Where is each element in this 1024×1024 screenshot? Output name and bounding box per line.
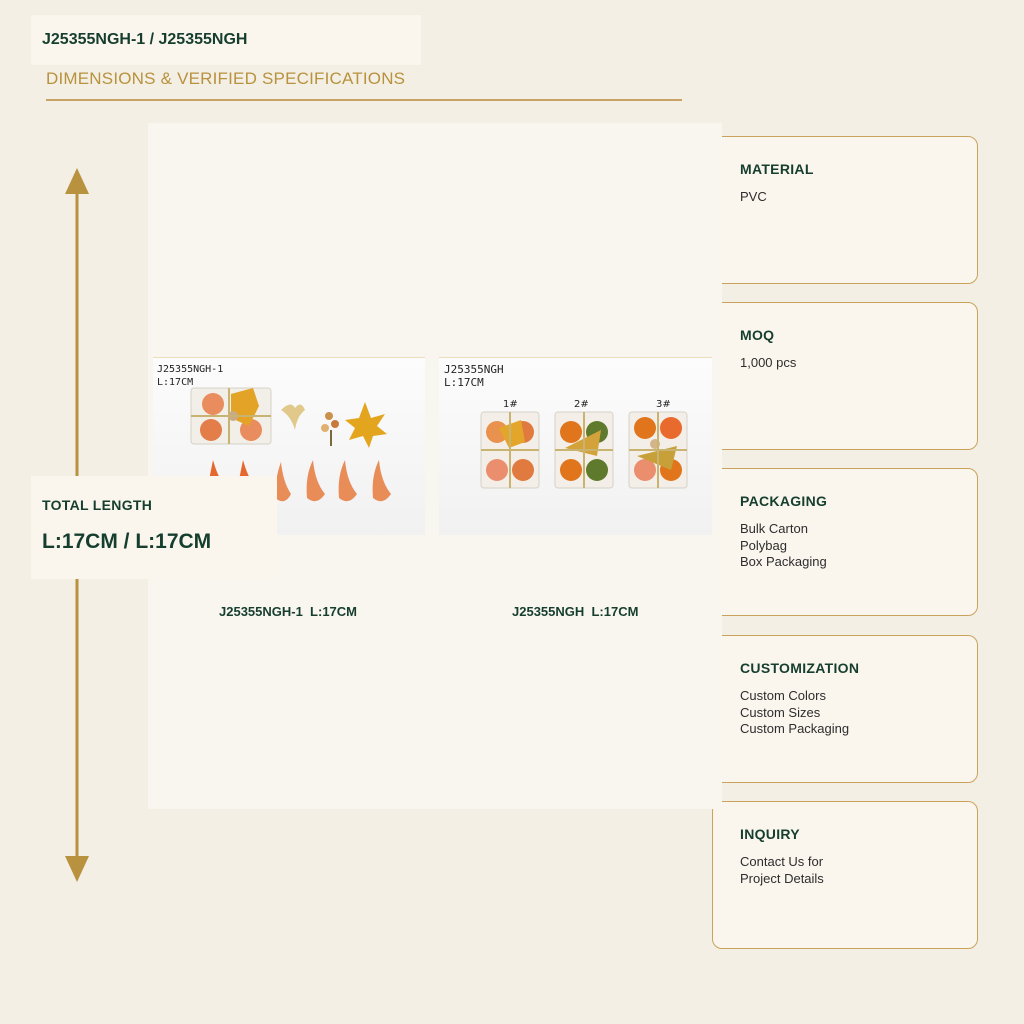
- product-caption-2: J25355NGH L:17CM: [512, 604, 639, 619]
- spec-line: Contact Us for: [740, 854, 824, 869]
- spec-line: 1,000 pcs: [740, 355, 797, 370]
- spec-title: MOQ: [740, 327, 775, 343]
- spec-title: INQUIRY: [740, 826, 800, 842]
- spec-card-material: MATERIAL PVC: [712, 136, 978, 284]
- spec-card-packaging: PACKAGING Bulk Carton Polybag Box Packag…: [712, 468, 978, 616]
- photo-tag-1: J25355NGH-1 L:17CM: [157, 364, 224, 388]
- product-photo-2: J25355NGH L:17CM 1# 2# 3#: [439, 357, 712, 535]
- spec-line: Bulk Carton: [740, 521, 808, 536]
- spec-line: Polybag: [740, 537, 787, 553]
- pumpkin-set-icon: [190, 387, 391, 502]
- box-label-1: 1#: [503, 399, 518, 410]
- pumpkin-boxes-icon: 1# 2# 3#: [480, 399, 688, 489]
- spec-card-customization: CUSTOMIZATION Custom Colors Custom Sizes…: [712, 635, 978, 783]
- photo-tag-2: J25355NGH L:17CM: [444, 363, 504, 389]
- box-label-3: 3#: [656, 399, 671, 410]
- spec-card-moq: MOQ 1,000 pcs: [712, 302, 978, 450]
- spec-line: Custom Colors: [740, 688, 826, 703]
- spec-line: Custom Packaging: [740, 721, 850, 736]
- total-length-value: L:17CM / L:17CM: [42, 530, 212, 553]
- total-length-label: TOTAL LENGTH: [42, 497, 153, 513]
- box-label-2: 2#: [574, 399, 589, 410]
- spec-title: MATERIAL: [740, 161, 814, 177]
- spec-title: CUSTOMIZATION: [740, 660, 860, 676]
- spec-card-inquiry: INQUIRY Contact Us for Project Details: [712, 801, 978, 949]
- subtitle-divider: [46, 99, 682, 101]
- product-title: J25355NGH-1 / J25355NGH: [31, 15, 421, 65]
- section-subtitle: DIMENSIONS & VERIFIED SPECIFICATIONS: [46, 69, 406, 88]
- spec-line: Custom Sizes: [740, 704, 821, 720]
- spec-line: Project Details: [740, 870, 824, 886]
- spec-title: PACKAGING: [740, 493, 828, 509]
- spec-line: Box Packaging: [740, 554, 827, 569]
- product-showcase: J25355NGH-1 L:17CM J25355NGH L:17CM: [148, 123, 722, 809]
- total-length-box: TOTAL LENGTH L:17CM / L:17CM: [31, 476, 277, 579]
- product-caption-1: J25355NGH-1 L:17CM: [219, 604, 357, 619]
- spec-line: PVC: [740, 189, 767, 204]
